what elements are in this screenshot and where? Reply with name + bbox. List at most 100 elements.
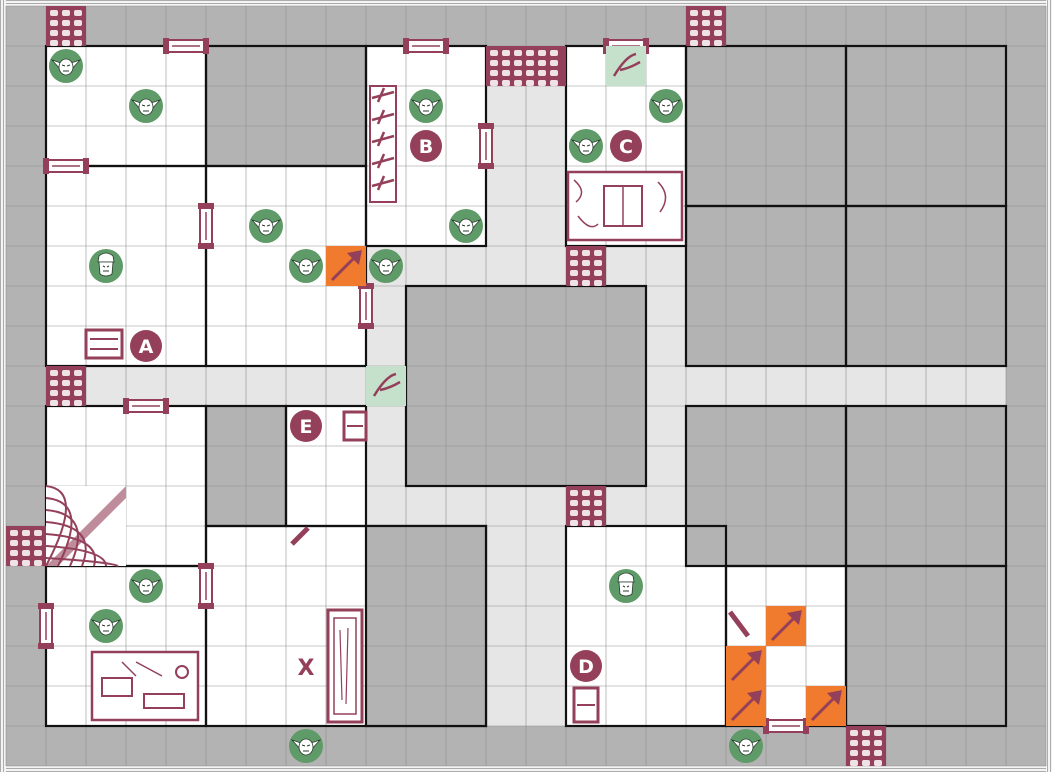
- goblin-icon[interactable]: [289, 729, 323, 763]
- orc-icon[interactable]: [89, 249, 123, 283]
- rubble-stone: [714, 40, 722, 46]
- orc-icon[interactable]: [609, 569, 643, 603]
- map-border-right: [1046, 0, 1052, 772]
- rubble-stone: [514, 80, 522, 86]
- rubble-stone: [570, 260, 578, 266]
- goblin-icon[interactable]: [649, 89, 683, 123]
- bookcase-icon[interactable]: [566, 170, 684, 242]
- door-post: [198, 603, 214, 609]
- door-icon[interactable]: [43, 158, 89, 174]
- wall: [364, 524, 488, 728]
- weapon-rack-icon[interactable]: [728, 610, 750, 638]
- goblin-features: [301, 744, 311, 752]
- door-icon[interactable]: [358, 283, 374, 329]
- rubble-stone: [34, 560, 42, 566]
- rubble-stone: [862, 750, 870, 756]
- door-post: [198, 243, 214, 249]
- goblin-icon[interactable]: [249, 209, 283, 243]
- chest-icon[interactable]: [84, 328, 124, 360]
- rubble-icon: [846, 726, 886, 766]
- goblin-icon[interactable]: [729, 729, 763, 763]
- rubble-stone: [50, 400, 58, 406]
- spear-trap-icon[interactable]: [806, 686, 846, 726]
- pit-trap-icon[interactable]: [366, 366, 406, 406]
- rubble-stone: [570, 500, 578, 506]
- rubble-stone: [850, 730, 858, 736]
- rubble-stone: [594, 280, 602, 286]
- rubble-stone: [570, 490, 578, 496]
- chest-icon[interactable]: [342, 410, 368, 442]
- goblin-face: [98, 618, 114, 636]
- marker-b: B: [410, 130, 442, 162]
- marker-d: D: [570, 650, 602, 682]
- door-icon[interactable]: [38, 603, 54, 649]
- weapon-rack-icon[interactable]: [290, 526, 310, 546]
- rubble-stone: [10, 540, 18, 546]
- rubble-stone: [862, 740, 870, 746]
- goblin-icon[interactable]: [129, 89, 163, 123]
- goblin-features: [421, 104, 431, 112]
- weapon-blade: [290, 526, 310, 546]
- goblin-features: [141, 584, 151, 592]
- rubble-stone: [594, 250, 602, 256]
- rack-weapon: [371, 131, 395, 147]
- rubble-stone: [526, 60, 534, 66]
- goblin-icon[interactable]: [569, 129, 603, 163]
- tomb-icon[interactable]: [326, 608, 364, 724]
- rubble-stone: [74, 370, 82, 376]
- marker-label: D: [578, 656, 594, 678]
- goblin-icon[interactable]: [369, 249, 403, 283]
- orc-features: [622, 585, 630, 592]
- tomb-frame: [326, 608, 364, 724]
- spear-trap-icon[interactable]: [326, 246, 366, 286]
- rubble-stone: [502, 80, 510, 86]
- door-icon[interactable]: [403, 38, 449, 54]
- rubble-stone: [690, 30, 698, 36]
- rubble-stone: [850, 740, 858, 746]
- door-icon[interactable]: [163, 38, 209, 54]
- spear-trap-icon[interactable]: [766, 606, 806, 646]
- alchemist-desk-icon[interactable]: [90, 650, 200, 722]
- rubble-stone: [50, 390, 58, 396]
- stairs-shade: [46, 486, 126, 566]
- door-icon[interactable]: [478, 123, 494, 169]
- bookcase-frame: [566, 170, 684, 242]
- goblin-icon[interactable]: [409, 89, 443, 123]
- door-icon[interactable]: [198, 203, 214, 249]
- pit-trap-icon[interactable]: [606, 46, 646, 86]
- rack-weapon: [371, 175, 395, 191]
- stairs-icon[interactable]: [45, 485, 126, 567]
- goblin-icon[interactable]: [289, 249, 323, 283]
- solid-rock: [367, 527, 485, 725]
- door-icon[interactable]: [198, 563, 214, 609]
- map-border-bottom: [0, 766, 1052, 772]
- chest-icon[interactable]: [572, 686, 600, 724]
- rubble-stone: [502, 60, 510, 66]
- weapon-rack-icon[interactable]: [369, 85, 397, 203]
- goblin-icon[interactable]: [89, 609, 123, 643]
- rubble-stone: [490, 70, 498, 76]
- door-post: [163, 398, 169, 414]
- door-icon[interactable]: [123, 398, 169, 414]
- goblin-icon[interactable]: [129, 569, 163, 603]
- stairs-step: [45, 485, 67, 567]
- door-icon[interactable]: [763, 718, 809, 734]
- rubble-stone: [874, 750, 882, 756]
- rubble-stone: [22, 560, 30, 566]
- rubble-stone: [570, 280, 578, 286]
- spear: [810, 690, 842, 722]
- marker-label: C: [619, 136, 633, 158]
- door-post: [443, 38, 449, 54]
- rubble-stone: [850, 760, 858, 766]
- goblin-features: [261, 224, 271, 232]
- goblin-icon[interactable]: [449, 209, 483, 243]
- goblin-icon[interactable]: [49, 49, 83, 83]
- rubble-icon: [486, 46, 566, 86]
- rubble-stone: [514, 60, 522, 66]
- goblin-face: [298, 738, 314, 756]
- wall: [844, 204, 1008, 368]
- stairs-step: [45, 509, 79, 567]
- rubble-stone: [50, 380, 58, 386]
- spear-trap-icon[interactable]: [726, 646, 766, 686]
- spear-trap-icon[interactable]: [726, 686, 766, 726]
